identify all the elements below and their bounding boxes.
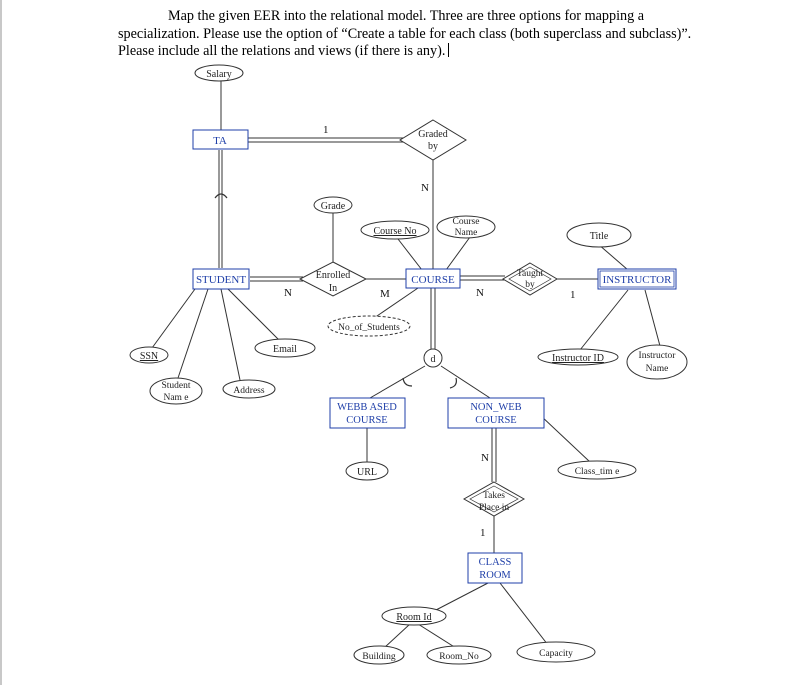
attribute-student-name-label-1: Student <box>161 381 190 391</box>
attribute-course-no: Course No <box>360 220 430 240</box>
attribute-salary: Salary <box>194 64 244 82</box>
attribute-title-label: Title <box>590 231 609 242</box>
specialization-disjoint-circle: d <box>423 348 443 368</box>
attribute-instructor-id: Instructor ID <box>537 348 619 366</box>
entity-webbased-course: WEBB ASED COURSE <box>329 397 406 429</box>
relationship-graded-by: Graded by <box>399 119 467 161</box>
entity-webbased-label-1: WEBB ASED <box>337 402 397 413</box>
relationship-takes-place-in: Takes Place in <box>462 481 526 517</box>
entity-classroom: CLASS ROOM <box>467 552 523 584</box>
attribute-room-no: Room_No <box>426 645 492 665</box>
cardinality-graded-course: N <box>421 182 429 194</box>
entity-nonweb-course: NON_WEB COURSE <box>447 397 545 429</box>
attribute-ssn-label: SSN <box>140 351 158 362</box>
instructions-paragraph[interactable]: Map the given EER into the relational mo… <box>118 8 698 61</box>
cardinality-nonweb-takes: N <box>481 452 489 464</box>
relationship-taught-label-1: Taught <box>517 269 544 279</box>
attribute-building-label: Building <box>362 652 396 662</box>
relationship-taught-label-2: by <box>525 280 535 290</box>
attribute-course-name-label-1: Course <box>453 217 480 227</box>
disjoint-symbol: d <box>431 354 436 365</box>
attribute-building: Building <box>353 645 405 665</box>
attribute-class-time: Class_tim e <box>557 460 637 480</box>
relationship-enrolled-label-2: In <box>329 283 337 294</box>
attribute-room-id-label: Room Id <box>396 612 431 623</box>
cardinality-taught-instructor: 1 <box>570 289 576 301</box>
attribute-capacity: Capacity <box>516 641 596 663</box>
relationship-takes-label-2: Place in <box>479 503 510 513</box>
relationship-takes-label-1: Takes <box>483 491 505 501</box>
attribute-room-no-label: Room_No <box>439 652 479 662</box>
entity-instructor: INSTRUCTOR <box>597 268 677 290</box>
subset-symbol-icon <box>402 377 413 387</box>
subset-symbol-icon <box>214 193 228 199</box>
entity-webbased-label-2: COURSE <box>346 415 387 426</box>
cardinality-takes-classroom: 1 <box>480 527 486 539</box>
attribute-no-of-students-label: No_of_Students <box>338 322 400 333</box>
entity-ta-label: TA <box>213 135 227 147</box>
relationship-taught-by: Taught by <box>502 262 558 296</box>
attribute-student-name-label-2: Nam e <box>163 393 188 403</box>
attribute-student-name: Student Nam e <box>149 377 203 405</box>
relationship-enrolled-label-1: Enrolled <box>316 270 350 281</box>
attribute-instructor-name-label-2: Name <box>646 364 669 374</box>
attribute-course-name: Course Name <box>436 215 496 239</box>
entity-classroom-label-1: CLASS <box>479 557 512 568</box>
entity-classroom-label-2: ROOM <box>479 570 511 581</box>
relationship-enrolled-in: Enrolled In <box>298 261 368 297</box>
entity-course-label: COURSE <box>411 274 455 286</box>
attribute-email-label: Email <box>273 344 297 355</box>
relationship-graded-label-2: by <box>428 141 438 152</box>
attribute-instructor-name-label-1: Instructor <box>639 351 677 361</box>
attribute-grade-label: Grade <box>321 201 346 212</box>
entity-nonweb-label-2: COURSE <box>475 415 516 426</box>
entity-nonweb-label-1: NON_WEB <box>470 402 521 413</box>
attribute-instructor-name: Instructor Name <box>626 344 688 380</box>
attribute-ssn: SSN <box>129 346 169 364</box>
attribute-capacity-label: Capacity <box>539 649 573 659</box>
subset-symbol-icon <box>449 377 457 389</box>
entity-student-label: STUDENT <box>196 274 246 286</box>
attribute-course-no-label: Course No <box>373 226 416 237</box>
entity-course: COURSE <box>405 268 461 289</box>
cardinality-enrolled-course: M <box>380 288 390 300</box>
attribute-url-label: URL <box>357 467 377 478</box>
attribute-email: Email <box>254 338 316 358</box>
attribute-course-name-label-2: Name <box>455 228 478 238</box>
attribute-grade: Grade <box>313 196 353 214</box>
attribute-room-id: Room Id <box>381 606 447 626</box>
entity-student: STUDENT <box>192 268 250 290</box>
text-cursor <box>448 43 450 57</box>
entity-instructor-label: INSTRUCTOR <box>603 274 673 286</box>
page-left-edge <box>0 0 2 685</box>
attribute-instructor-id-label: Instructor ID <box>552 353 604 364</box>
attribute-address: Address <box>222 379 276 399</box>
cardinality-course-taught: N <box>476 287 484 299</box>
cardinality-ta-graded: 1 <box>323 124 329 136</box>
attribute-salary-label: Salary <box>206 69 232 80</box>
attribute-address-label: Address <box>233 386 264 396</box>
attribute-title: Title <box>566 222 632 248</box>
entity-ta: TA <box>192 129 249 150</box>
attribute-no-of-students: No_of_Students <box>327 315 411 337</box>
instructions-text: Map the given EER into the relational mo… <box>118 8 692 59</box>
attribute-class-time-label: Class_tim e <box>575 467 620 477</box>
cardinality-student-enrolled: N <box>284 287 292 299</box>
relationship-graded-label-1: Graded <box>418 129 447 140</box>
attribute-url: URL <box>345 461 389 481</box>
